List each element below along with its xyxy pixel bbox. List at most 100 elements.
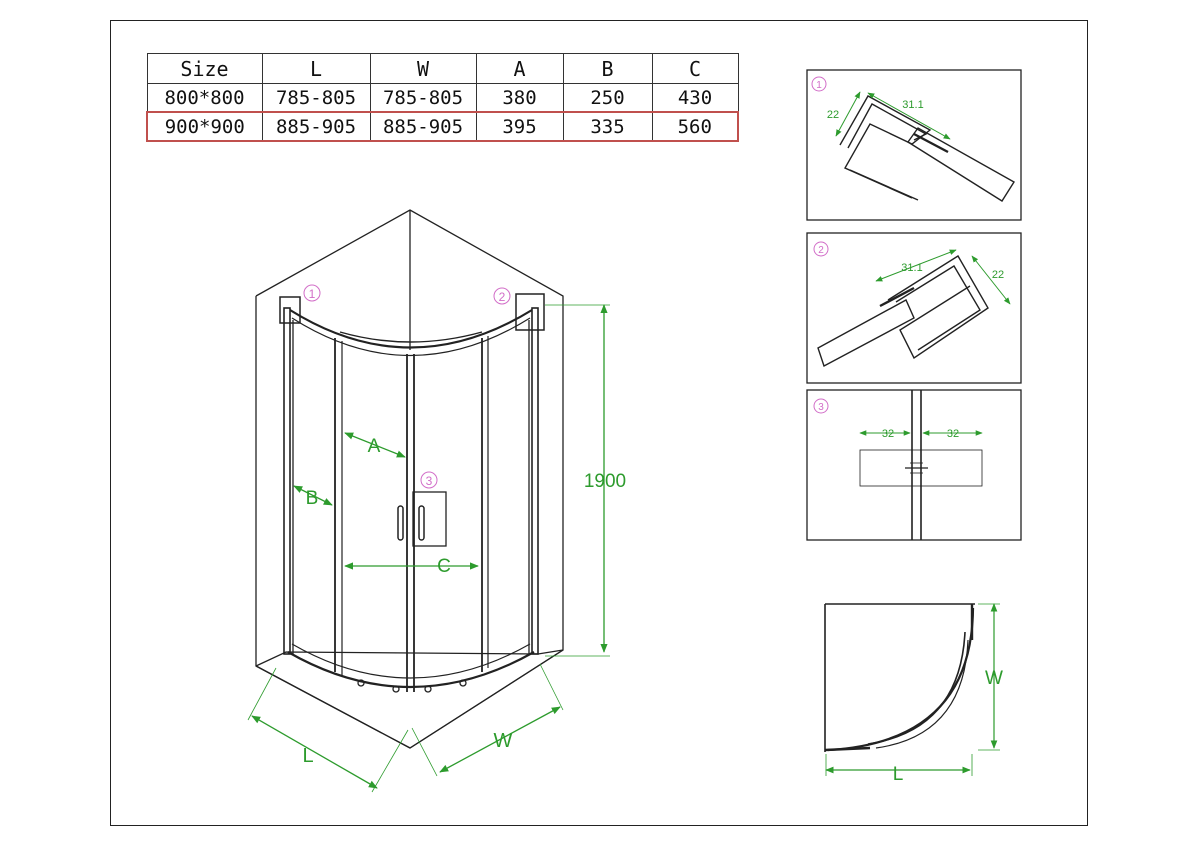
detail-2-callout-circle (813, 241, 829, 257)
plan-arc-inner (867, 631, 966, 745)
cell-w: 885-905 (369, 111, 477, 142)
dim-ext-w1 (411, 727, 438, 777)
bottom-rail (287, 651, 535, 688)
main-dimensions (247, 304, 610, 793)
detail-2-dim-height (971, 255, 1011, 305)
detail-2-callout-number: 2 (818, 245, 824, 256)
header-size: Size (146, 53, 263, 84)
header-w: W (369, 53, 477, 84)
detail-1-callout-circle (811, 76, 827, 92)
door-handle-left (397, 505, 404, 541)
plan-label-l: L (893, 764, 904, 785)
callout-number-2: 2 (499, 290, 506, 304)
cell-c: 430 (651, 83, 739, 113)
cell-size: 900*900 (146, 111, 263, 142)
size-table: Size L W A B C 800*800 785-805 785-805 3… (146, 53, 739, 142)
plan-arc-door (875, 639, 969, 749)
cell-b: 250 (562, 83, 653, 113)
detail-1-dim-width (867, 92, 951, 140)
left-wall-post (283, 307, 291, 655)
callout-box-1 (279, 296, 301, 324)
cell-size: 800*800 (146, 83, 263, 113)
callout-box-2 (515, 293, 545, 331)
roller (424, 685, 432, 693)
detail-1: 1 22 31.1 (806, 69, 1022, 221)
door-handle-right (418, 505, 425, 541)
table-row-highlighted: 900*900 885-905 885-905 395 335 560 (146, 111, 739, 142)
drawing-frame (110, 20, 1088, 826)
main-callouts: 1 2 3 (303, 284, 511, 489)
roller (392, 685, 400, 693)
dim-ext-l2 (371, 729, 409, 793)
detail-2-seal (879, 286, 915, 308)
table-header-row: Size L W A B C (146, 53, 739, 84)
cell-a: 395 (475, 111, 564, 142)
plan-label-w: W (985, 668, 1003, 689)
callout-circle-3 (420, 471, 438, 489)
dim-label-height: 1900 (584, 471, 626, 492)
detail-2-profile-inner (895, 265, 981, 351)
detail-1-callout-number: 1 (816, 80, 822, 91)
detail-1-dim-width-label: 31.1 (902, 99, 923, 111)
cell-a: 380 (475, 83, 564, 113)
detail-3-handle-plate (859, 449, 983, 487)
floor-outline (255, 649, 564, 667)
dim-label-c: C (437, 556, 451, 577)
detail-2-dim-height-label: 22 (992, 269, 1004, 281)
callout-circle-2 (493, 287, 511, 305)
right-wall-post (531, 307, 539, 655)
dim-ext-l1 (247, 667, 277, 721)
detail-1-profile-leg (849, 169, 919, 201)
roller (459, 679, 467, 687)
main-view (255, 209, 564, 749)
callout-number-1: 1 (309, 287, 316, 301)
cell-l: 885-905 (261, 111, 371, 142)
plan-bottom-edge (824, 746, 871, 752)
dim-label-l: L (302, 745, 313, 767)
detail-1-dim-height-label: 22 (827, 109, 839, 121)
dim-label-b: B (306, 488, 319, 509)
top-rail (289, 309, 533, 349)
detail-3-dim-left-label: 32 (882, 428, 894, 440)
detail-3-dim-right-label: 32 (947, 428, 959, 440)
callout-number-3: 3 (426, 474, 433, 488)
bottom-rail-inner (291, 643, 531, 679)
floor-edge (409, 649, 564, 749)
dim-line-l (251, 715, 378, 789)
dim-line-a (344, 432, 406, 458)
detail-3: 3 32 32 (806, 389, 1022, 541)
plan-view (824, 603, 975, 752)
dim-line-b (293, 485, 333, 506)
dim-label-a: A (368, 436, 381, 457)
header-a: A (475, 53, 564, 84)
cell-l: 785-805 (261, 83, 371, 113)
header-b: B (562, 53, 653, 84)
detail-2: 2 31.1 22 (806, 232, 1022, 384)
top-rail-inner (291, 317, 531, 356)
header-l: L (261, 53, 371, 84)
dim-label-w: W (494, 730, 513, 752)
cell-b: 335 (562, 111, 653, 142)
roller (357, 679, 365, 687)
floor-edge (255, 665, 411, 749)
detail-2-frame (806, 232, 1022, 384)
cell-w: 785-805 (369, 83, 477, 113)
plan-arc-outer (827, 607, 975, 752)
detail-2-dim-width-label: 31.1 (901, 262, 922, 274)
callout-circle-1 (303, 284, 321, 302)
detail-2-dim-width (875, 249, 957, 282)
cell-c: 560 (651, 111, 739, 142)
dim-line-w (439, 706, 561, 773)
detail-2-glass-panel (817, 299, 915, 368)
header-c: C (651, 53, 739, 84)
detail-3-callout-circle (813, 398, 829, 414)
detail-3-callout-number: 3 (818, 402, 824, 413)
detail-1-dim-height (835, 91, 861, 137)
callout-box-3 (412, 491, 447, 547)
plan-dimensions (825, 603, 1000, 776)
detail-1-frame (806, 69, 1022, 221)
detail-3-frame (806, 389, 1022, 541)
top-rail-back (339, 331, 483, 343)
dim-ext-w2 (539, 663, 564, 711)
